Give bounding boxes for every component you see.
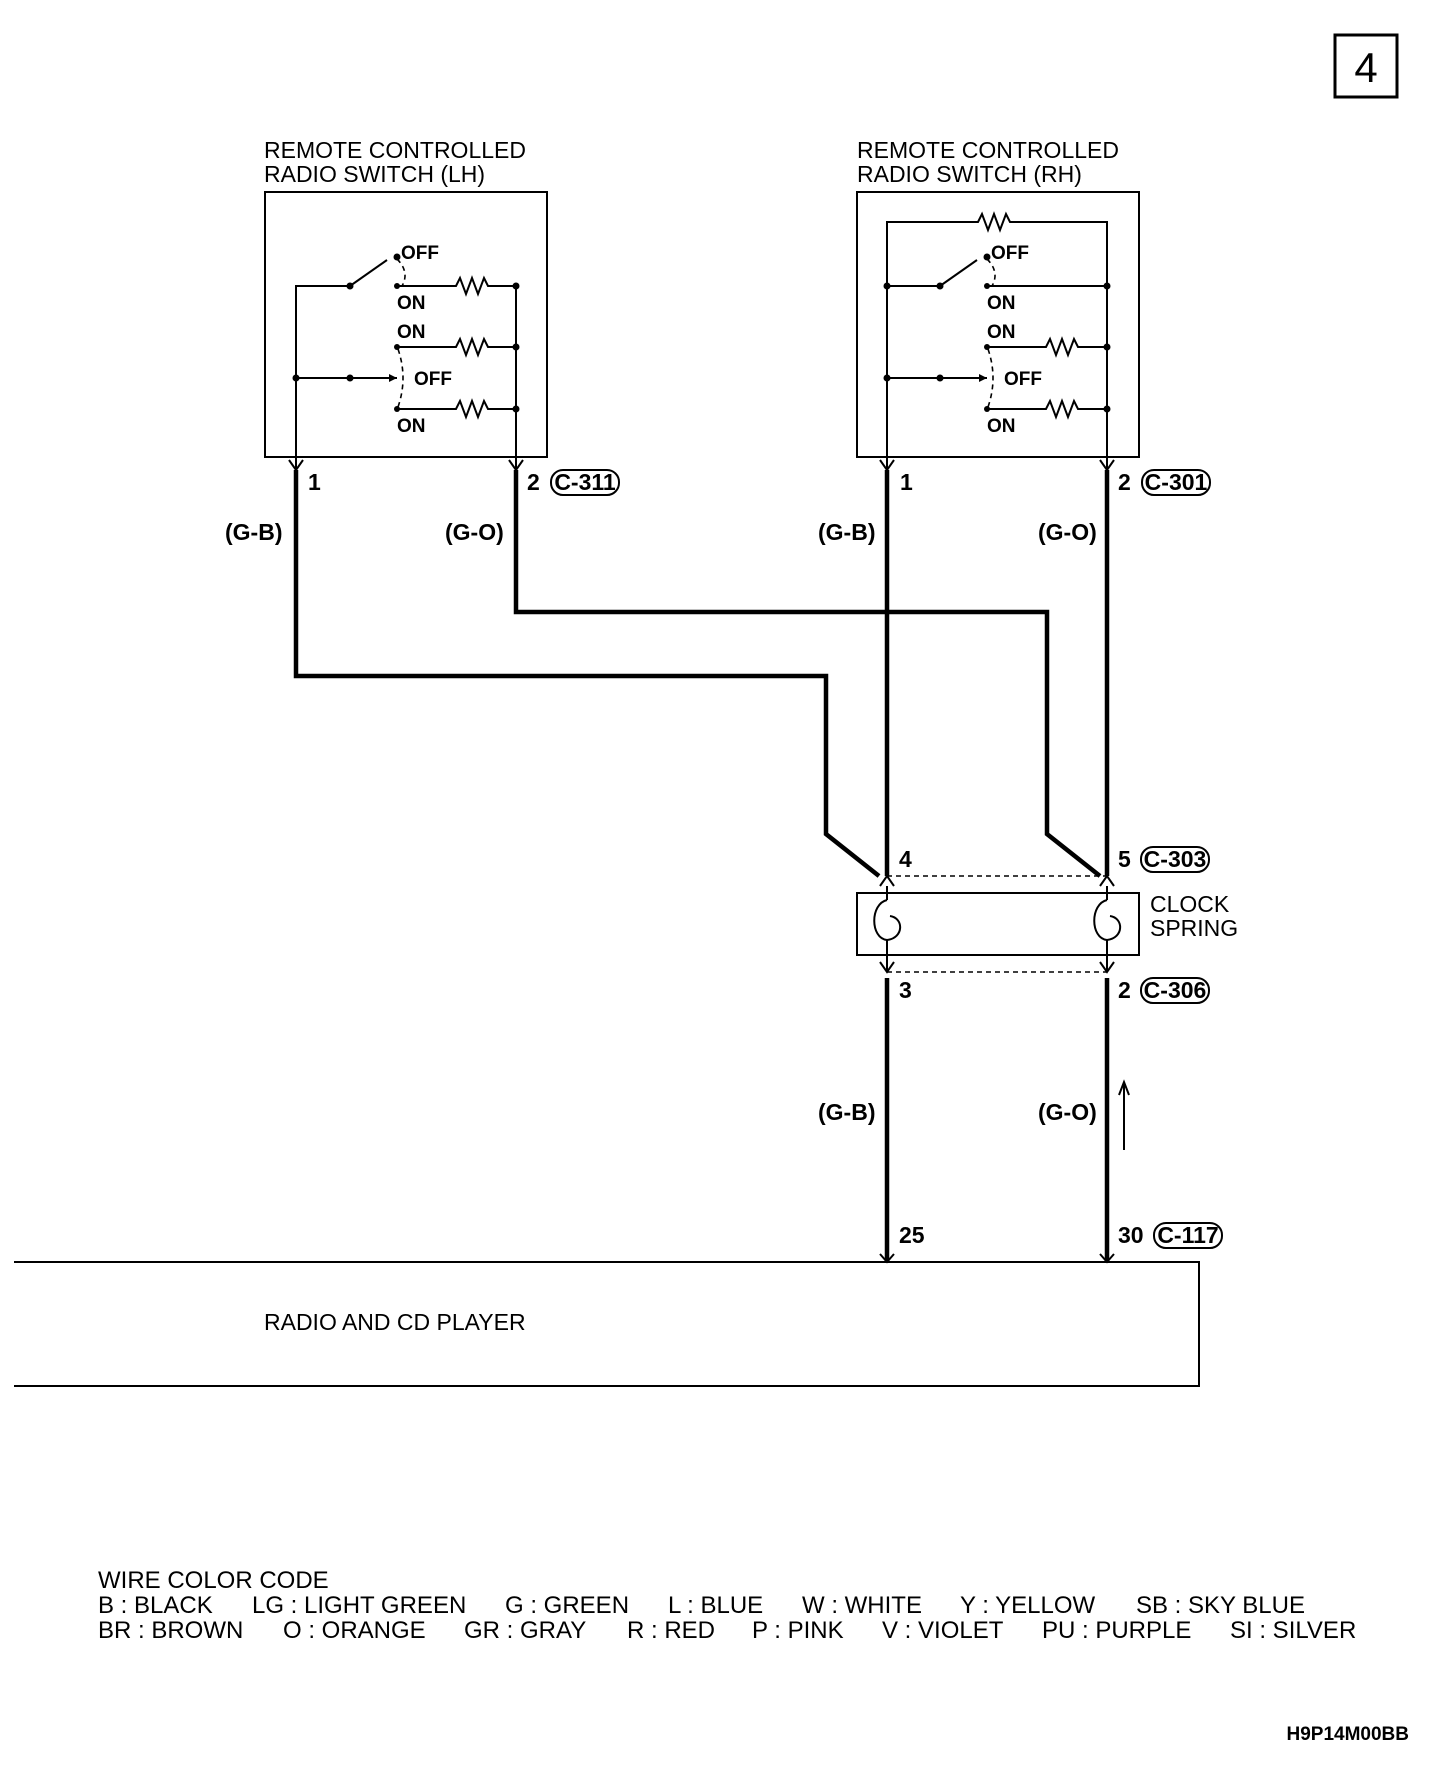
wire-label-lh-go: (G-O) [445,519,504,545]
wire-label-lh-gb: (G-B) [225,519,282,545]
legend-pu: PU : PURPLE [1042,1617,1191,1644]
switch-lh-title-line1: REMOTE CONTROLLED [264,137,526,163]
switch-rh-on1: ON [987,293,1016,314]
legend-w: W : WHITE [802,1592,922,1619]
clock-spring-top-pin-right: 5 [1118,846,1131,872]
legend-title: WIRE COLOR CODE [98,1567,329,1594]
switch-lh-box [264,191,548,458]
switch-rh-off1: OFF [991,243,1029,264]
radio-label: RADIO AND CD PLAYER [264,1309,526,1335]
wire-label-radio-go: (G-O) [1038,1099,1097,1125]
legend-o: O : ORANGE [283,1617,426,1644]
switch-lh-on2: ON [397,322,426,343]
clock-spring-box [856,892,1140,956]
switch-rh-box [856,191,1140,458]
switch-rh-title-line1: REMOTE CONTROLLED [857,137,1119,163]
legend-v: V : VIOLET [882,1617,1004,1644]
clock-spring: 4 5 C-303 CLOCK SPRING 3 2 C-306 [856,846,1238,1004]
wire-label-rh-gb: (G-B) [818,519,875,545]
legend-gr: GR : GRAY [464,1617,586,1644]
switch-lh-connector: C-311 [554,469,616,495]
clock-spring-bottom-pin-left: 3 [899,977,912,1003]
switch-rh-title-line2: RADIO SWITCH (RH) [857,161,1082,187]
page-number-box: 4 [1333,33,1399,99]
page-number: 4 [1354,44,1377,91]
legend-l: L : BLUE [668,1592,763,1619]
wire-color-legend: WIRE COLOR CODE B : BLACK LG : LIGHT GRE… [98,1567,1356,1644]
legend-sb: SB : SKY BLUE [1136,1592,1305,1619]
clock-spring-bottom-pin-right: 2 [1118,977,1131,1003]
switch-lh-title-line2: RADIO SWITCH (LH) [264,161,485,187]
figure-code: H9P14M00BB [1287,1724,1410,1745]
switch-lh-pin2: 2 [527,469,540,495]
legend-lg: LG : LIGHT GREEN [252,1592,466,1619]
wire-lh-go [513,470,1102,878]
legend-r: R : RED [627,1617,715,1644]
radio-connector: C-117 [1157,1222,1218,1248]
switch-lh-off1: OFF [401,243,439,264]
legend-si: SI : SILVER [1230,1617,1356,1644]
radio-switch-lh: REMOTE CONTROLLED RADIO SWITCH (LH) OFF … [264,137,620,496]
clock-spring-label-line1: CLOCK [1150,891,1230,917]
switch-lh-off2: OFF [414,369,452,390]
radio-cd-player: 25 30 C-117 RADIO AND CD PLAYER [14,1222,1223,1387]
clock-spring-label-line2: SPRING [1150,915,1238,941]
clock-spring-bottom-connector: C-306 [1144,977,1207,1003]
switch-rh-pin1: 1 [900,469,913,495]
legend-b: B : BLACK [98,1592,213,1619]
clock-spring-top-connector: C-303 [1144,846,1207,872]
radio-box [14,1261,1200,1387]
switch-lh-on3: ON [397,416,426,437]
switch-rh-connector: C-301 [1145,469,1208,495]
radio-pin-left: 25 [899,1222,925,1248]
legend-p: P : PINK [752,1617,844,1644]
radio-switch-rh: REMOTE CONTROLLED RADIO SWITCH (RH) OFF … [856,137,1211,496]
clock-spring-top-pin-left: 4 [899,846,912,872]
switch-rh-pin2: 2 [1118,469,1131,495]
harness-wires [293,470,1110,1262]
legend-br: BR : BROWN [98,1617,243,1644]
switch-rh-off2: OFF [1004,369,1042,390]
switch-rh-on2: ON [987,322,1016,343]
wire-label-rh-go: (G-O) [1038,519,1097,545]
switch-lh-on1: ON [397,293,426,314]
radio-pin-right: 30 [1118,1222,1144,1248]
legend-y: Y : YELLOW [960,1592,1096,1619]
wire-lh-gb [293,470,881,878]
switch-rh-on3: ON [987,416,1016,437]
switch-lh-pin1: 1 [308,469,321,495]
wire-label-radio-gb: (G-B) [818,1099,875,1125]
signal-direction-arrow [1118,1079,1130,1150]
legend-g: G : GREEN [505,1592,629,1619]
